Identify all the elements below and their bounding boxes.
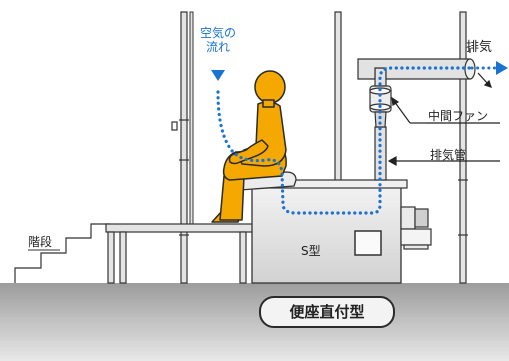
pipe-leader (387, 155, 500, 167)
model-label: S型 (301, 244, 321, 258)
stairs (14, 223, 110, 283)
exhaust-arrow (470, 61, 508, 75)
ground (0, 283, 509, 361)
platform (105, 223, 257, 284)
middle-fan-label: 中間ファン (428, 109, 489, 123)
exhaust-label: 排気 (466, 40, 493, 55)
motor-unit (400, 206, 432, 250)
person-figure (211, 70, 287, 223)
fan-leader (391, 96, 426, 124)
stairs-label: 階段 (28, 235, 53, 249)
airflow-path (216, 66, 474, 215)
exhaust-pipe-label: 排気管 (430, 148, 467, 162)
airflow-label: 空気の流れ (199, 26, 236, 54)
diagram-title: 便座直付型 (259, 296, 395, 328)
tank-window (354, 230, 382, 256)
airflow-arrow (211, 70, 225, 81)
bracket-ticks (179, 119, 468, 236)
door-handle (171, 121, 178, 131)
exhaust-spread-arrows (469, 48, 492, 88)
